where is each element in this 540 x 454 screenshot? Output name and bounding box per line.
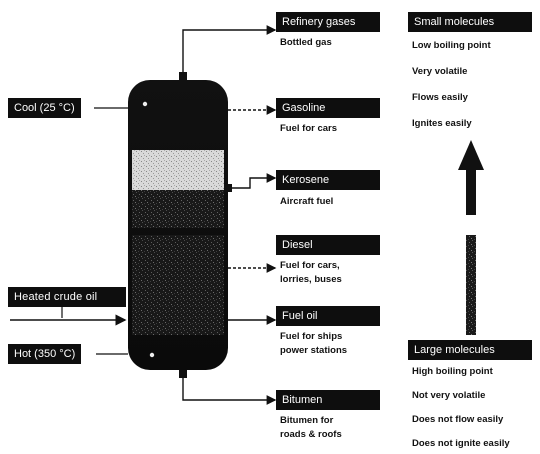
large-prop-4: Does not ignite easily (412, 438, 510, 449)
small-prop-3: Flows easily (412, 92, 468, 103)
molecule-size-arrow (458, 140, 484, 335)
light-band-upper (132, 150, 224, 190)
fraction-label-gasoline: Gasoline (276, 98, 380, 118)
refinery-gases-pipe (182, 25, 277, 80)
fraction-label-bitumen: Bitumen (276, 390, 380, 410)
fraction-use-fuel-oil-line2: power stations (280, 345, 348, 356)
fraction-use-kerosene: Aircraft fuel (280, 196, 334, 207)
mid-band (132, 190, 224, 228)
cool-label: Cool (25 °C) (8, 98, 81, 118)
small-molecules-heading: Small molecules (408, 12, 532, 32)
fraction-use-refinery-gases: Bottled gas (280, 37, 332, 48)
large-prop-1: High boiling point (412, 366, 493, 377)
fraction-label-fuel-oil: Fuel oil (276, 306, 380, 326)
small-prop-2: Very volatile (412, 66, 468, 77)
crude-oil-label: Heated crude oil (8, 287, 126, 307)
distillation-column (128, 80, 228, 370)
bitumen-pipe (182, 370, 277, 405)
fraction-use-bitumen-line2: roads & roofs (280, 429, 342, 440)
small-prop-4: Ignites easily (412, 118, 472, 129)
fraction-label-kerosene: Kerosene (276, 170, 380, 190)
large-prop-3: Does not flow easily (412, 414, 504, 425)
fraction-use-diesel-line2: lorries, buses (280, 274, 342, 285)
large-molecules-heading: Large molecules (408, 340, 532, 360)
fraction-use-diesel-line1: Fuel for cars, (280, 260, 340, 271)
large-prop-2: Not very volatile (412, 390, 486, 401)
bottom-dot (149, 352, 155, 358)
fraction-use-bitumen-line1: Bitumen for (280, 415, 334, 426)
lower-band (132, 235, 224, 335)
kerosene-outlet (228, 173, 277, 189)
fraction-label-refinery-gases: Refinery gases (276, 12, 380, 32)
fraction-use-fuel-oil-line1: Fuel for ships (280, 331, 343, 342)
fraction-label-diesel: Diesel (276, 235, 380, 255)
fraction-use-gasoline: Fuel for cars (280, 123, 338, 134)
small-prop-1: Low boiling point (412, 40, 491, 51)
hot-label: Hot (350 °C) (8, 344, 82, 364)
top-dot (142, 101, 148, 107)
